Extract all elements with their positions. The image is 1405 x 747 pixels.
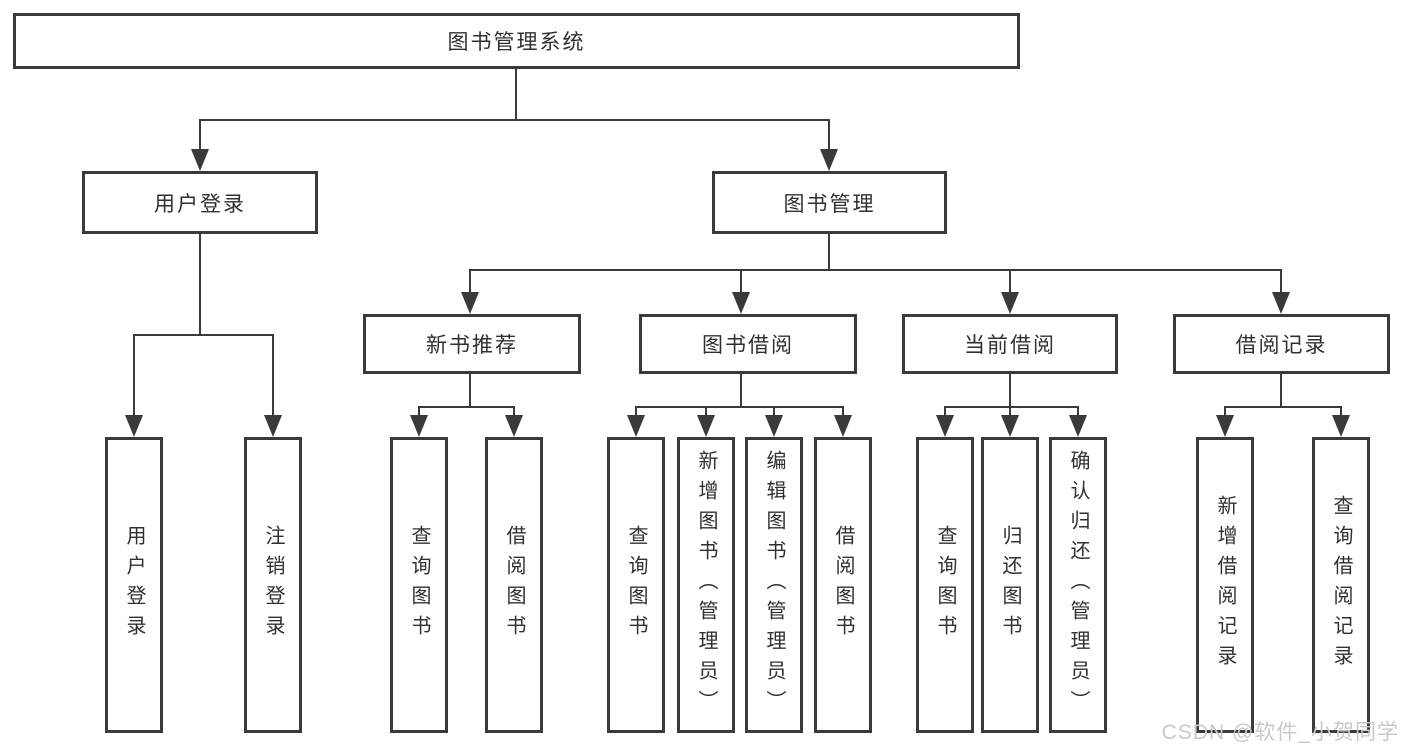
edge-borrow-hbar	[635, 406, 844, 408]
edge-newbook-stem	[469, 374, 471, 407]
leaf-borrow-add-book-admin: 新增图书（管理员）	[677, 437, 735, 733]
leaf-current-confirm-return-admin-label: 确认归还（管理员）	[1067, 450, 1089, 720]
edge-bookmgmt-stub2	[740, 269, 742, 297]
arrow-down-icon	[410, 415, 428, 437]
node-book-management: 图书管理	[712, 171, 947, 234]
leaf-borrow-edit-book-admin: 编辑图书（管理员）	[745, 437, 803, 733]
node-book-management-label: 图书管理	[783, 192, 876, 216]
leaf-current-confirm-return-admin: 确认归还（管理员）	[1049, 437, 1107, 733]
arrow-down-icon	[1332, 415, 1350, 437]
leaf-user-login-label: 用户登录	[123, 525, 145, 645]
node-borrow-records: 借阅记录	[1173, 314, 1390, 374]
edge-newbook-stub1	[418, 406, 420, 422]
leaf-current-query-books: 查询图书	[916, 437, 974, 733]
arrow-down-icon	[627, 415, 645, 437]
edge-records-stub1	[1224, 406, 1226, 422]
leaf-current-return-books: 归还图书	[981, 437, 1039, 733]
leaf-borrow-query-books: 查询图书	[607, 437, 665, 733]
node-root: 图书管理系统	[13, 13, 1020, 69]
edge-root-stub-right	[828, 119, 830, 155]
arrow-down-icon	[505, 415, 523, 437]
node-user-login-label: 用户登录	[154, 192, 246, 216]
edge-newbook-stub2	[513, 406, 515, 422]
leaf-borrow-query-books-label: 查询图书	[625, 525, 647, 645]
edge-bookmgmt-stem	[828, 234, 830, 270]
edge-current-stub2	[1009, 406, 1011, 422]
edge-root-stem	[515, 69, 517, 120]
arrow-down-icon	[820, 149, 838, 171]
leaf-logout: 注销登录	[244, 437, 302, 733]
edge-current-stem	[1009, 374, 1011, 407]
edge-current-stub1	[944, 406, 946, 422]
node-borrow-records-label: 借阅记录	[1235, 334, 1328, 357]
arrow-down-icon	[461, 292, 479, 314]
node-new-book-recommend-label: 新书推荐	[426, 334, 518, 357]
edge-bookmgmt-stub4	[1280, 269, 1282, 297]
arrow-down-icon	[765, 415, 783, 437]
edge-root-stub-left	[199, 119, 201, 155]
edge-bookmgmt-stub3	[1009, 269, 1011, 297]
leaf-logout-label: 注销登录	[262, 525, 284, 645]
leaf-current-query-books-label: 查询图书	[934, 525, 956, 645]
arrow-down-icon	[936, 415, 954, 437]
edge-records-stem	[1280, 374, 1282, 407]
edge-borrow-stub1	[635, 406, 637, 422]
edge-borrow-stub4	[842, 406, 844, 422]
leaf-records-add-record: 新增借阅记录	[1196, 437, 1254, 733]
node-current-borrow: 当前借阅	[902, 314, 1118, 374]
watermark: CSDN @软件_小贺同学	[1161, 721, 1399, 744]
arrow-down-icon	[1216, 415, 1234, 437]
arrow-down-icon	[264, 415, 282, 437]
edge-userlogin-stub2	[272, 334, 274, 423]
leaf-borrow-borrow-books-label: 借阅图书	[832, 525, 854, 645]
arrow-down-icon	[1272, 292, 1290, 314]
edge-newbook-hbar	[418, 406, 515, 408]
edge-records-stub2	[1340, 406, 1342, 422]
node-book-borrow: 图书借阅	[639, 314, 857, 374]
edge-userlogin-stem	[199, 234, 201, 335]
edge-current-stub3	[1077, 406, 1079, 422]
leaf-newbook-borrow-books: 借阅图书	[485, 437, 543, 733]
edge-userlogin-hbar	[133, 334, 274, 336]
leaf-user-login: 用户登录	[105, 437, 163, 733]
edge-bookmgmt-hbar	[469, 269, 1282, 271]
leaf-records-query-record: 查询借阅记录	[1312, 437, 1370, 733]
edge-userlogin-stub1	[133, 334, 135, 423]
leaf-newbook-query-books: 查询图书	[390, 437, 448, 733]
node-user-login: 用户登录	[82, 171, 318, 234]
arrow-down-icon	[125, 415, 143, 437]
arrow-down-icon	[1001, 292, 1019, 314]
edge-bookmgmt-stub1	[469, 269, 471, 297]
node-book-borrow-label: 图书借阅	[702, 334, 794, 357]
edge-borrow-stub3	[773, 406, 775, 422]
node-new-book-recommend: 新书推荐	[363, 314, 581, 374]
arrow-down-icon	[1001, 415, 1019, 437]
edge-borrow-stub2	[705, 406, 707, 422]
leaf-borrow-add-book-admin-label: 新增图书（管理员）	[695, 450, 717, 720]
edge-current-hbar	[944, 406, 1079, 408]
edge-borrow-stem	[740, 374, 742, 407]
leaf-borrow-borrow-books: 借阅图书	[814, 437, 872, 733]
leaf-newbook-borrow-books-label: 借阅图书	[503, 525, 525, 645]
leaf-borrow-edit-book-admin-label: 编辑图书（管理员）	[763, 450, 785, 720]
edge-root-hbar	[199, 119, 830, 121]
node-root-label: 图书管理系统	[447, 31, 586, 54]
leaf-records-add-record-label: 新增借阅记录	[1214, 495, 1236, 675]
arrow-down-icon	[1069, 415, 1087, 437]
leaf-newbook-query-books-label: 查询图书	[408, 525, 430, 645]
arrow-down-icon	[697, 415, 715, 437]
leaf-records-query-record-label: 查询借阅记录	[1330, 495, 1352, 675]
arrow-down-icon	[834, 415, 852, 437]
edge-records-hbar	[1224, 406, 1342, 408]
node-current-borrow-label: 当前借阅	[964, 334, 1056, 357]
leaf-current-return-books-label: 归还图书	[999, 525, 1021, 645]
arrow-down-icon	[191, 149, 209, 171]
arrow-down-icon	[732, 292, 750, 314]
